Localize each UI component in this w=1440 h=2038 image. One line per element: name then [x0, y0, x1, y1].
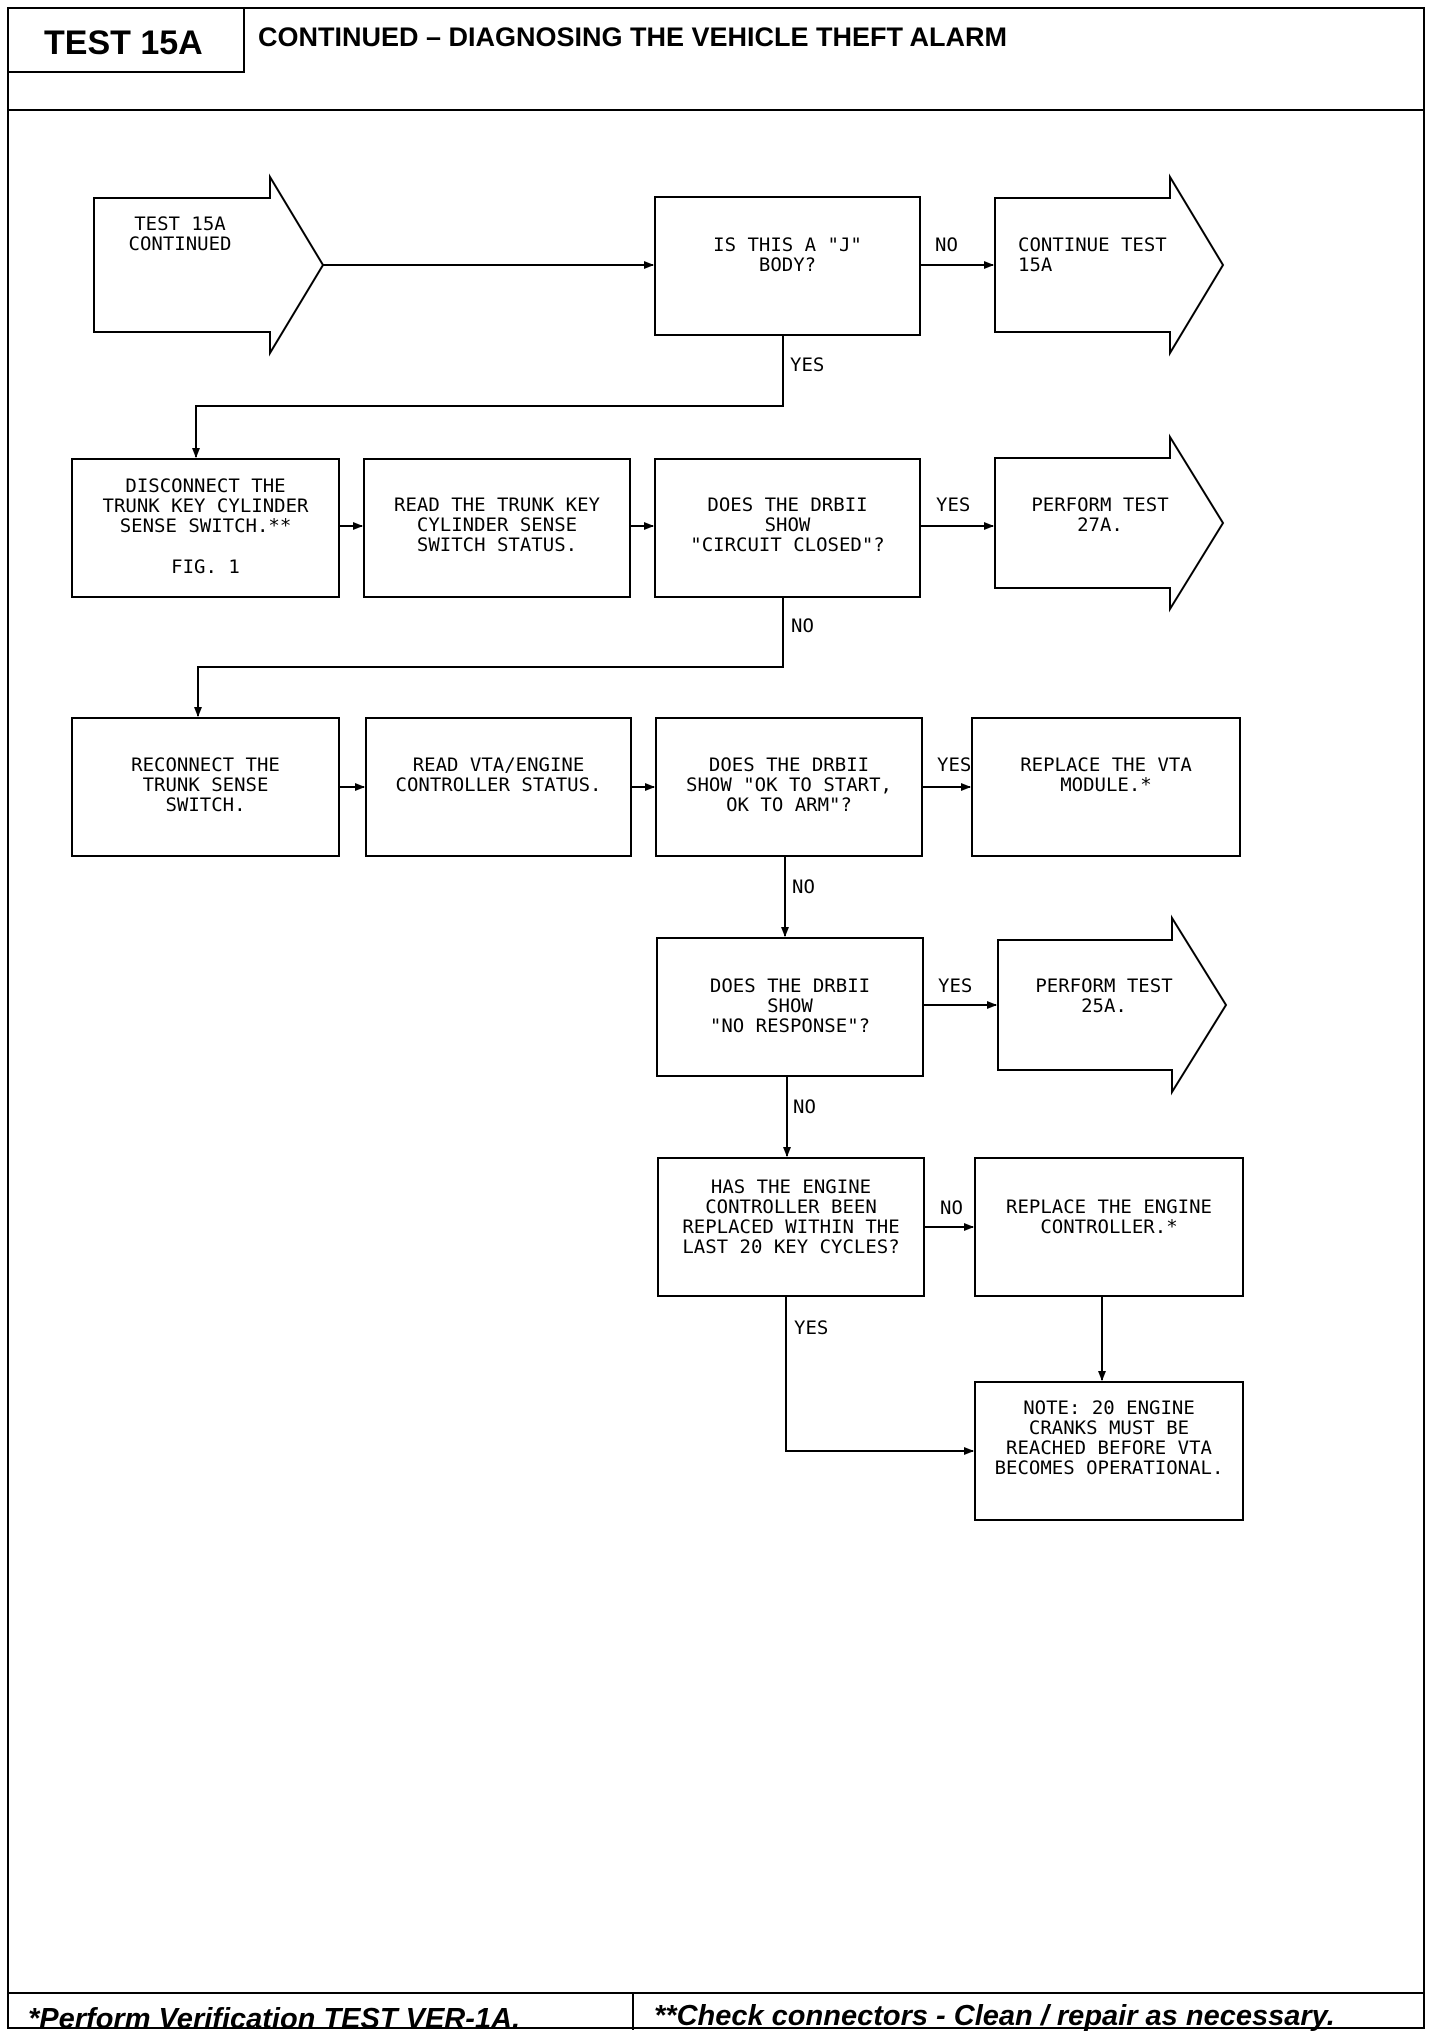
start-text: TEST 15A CONTINUED [128, 213, 232, 255]
label-q5-yes: YES [794, 1317, 829, 1339]
start-arrow-shape [93, 173, 325, 357]
header-band [7, 7, 1425, 111]
q-circuit-box [654, 458, 921, 598]
q-no-response-box [656, 937, 924, 1077]
label-q1-no: NO [935, 234, 958, 256]
q-j-body-text: IS THIS A "J" BODY? [713, 234, 862, 276]
read-vta-text: READ VTA/ENGINE CONTROLLER STATUS. [395, 754, 602, 796]
q-no-response-text: DOES THE DRBII SHOW "NO RESPONSE"? [709, 975, 871, 1037]
label-q1-yes: YES [790, 354, 825, 376]
connector-q5-yes [785, 1296, 974, 1455]
label-q5-no: NO [940, 1197, 963, 1219]
outer-frame [7, 7, 1425, 2029]
perform-27a-arrow-shape [994, 433, 1225, 613]
fig-text: FIG. 1 [171, 556, 240, 578]
connector-q2-no [194, 597, 784, 717]
label-q3-yes: YES [937, 754, 972, 776]
test-id: TEST 15A [44, 24, 203, 62]
continue-15a-arrow-shape [994, 173, 1225, 357]
label-q2-yes: YES [936, 494, 971, 516]
note-text: NOTE: 20 ENGINE CRANKS MUST BE REACHED B… [994, 1397, 1224, 1479]
note-box [974, 1381, 1244, 1521]
continue-15a-text: CONTINUE TEST 15A [1018, 234, 1167, 276]
reconnect-text: RECONNECT THE TRUNK SENSE SWITCH. [131, 754, 280, 816]
footer-band [7, 1992, 1425, 1994]
label-q4-no: NO [793, 1096, 816, 1118]
label-q3-no: NO [792, 876, 815, 898]
perform-25a-text: PERFORM TEST 25A. [1035, 975, 1173, 1017]
disconnect-box [71, 458, 340, 598]
q-engine-text: HAS THE ENGINE CONTROLLER BEEN REPLACED … [682, 1176, 900, 1258]
footer-right-note: **Check connectors - Clean / repair as n… [654, 2000, 1335, 2032]
label-q2-no: NO [791, 615, 814, 637]
replace-engine-text: REPLACE THE ENGINE CONTROLLER.* [1006, 1196, 1212, 1238]
perform-25a-arrow-shape [997, 914, 1228, 1096]
read-trunk-text: READ THE TRUNK KEY CYLINDER SENSE SWITCH… [394, 494, 600, 556]
label-q4-yes: YES [938, 975, 973, 997]
footer-left-note: *Perform Verification TEST VER-1A. [28, 2003, 521, 2035]
test-id-box [7, 7, 245, 73]
footer-divider [632, 1994, 634, 2030]
perform-27a-text: PERFORM TEST 27A. [1031, 494, 1169, 536]
q-circuit-text: DOES THE DRBII SHOW "CIRCUIT CLOSED"? [690, 494, 885, 556]
page-title: CONTINUED – DIAGNOSING THE VEHICLE THEFT… [258, 22, 1008, 52]
replace-vta-text: REPLACE THE VTA MODULE.* [1020, 754, 1192, 796]
read-trunk-box [363, 458, 631, 598]
replace-engine-box [974, 1157, 1244, 1297]
connector-q1-yes [192, 335, 784, 458]
disconnect-text: DISCONNECT THE TRUNK KEY CYLINDER SENSE … [102, 475, 309, 537]
q-ok-start-text: DOES THE DRBII SHOW "OK TO START, OK TO … [686, 754, 892, 816]
replace-vta-box [971, 717, 1241, 857]
